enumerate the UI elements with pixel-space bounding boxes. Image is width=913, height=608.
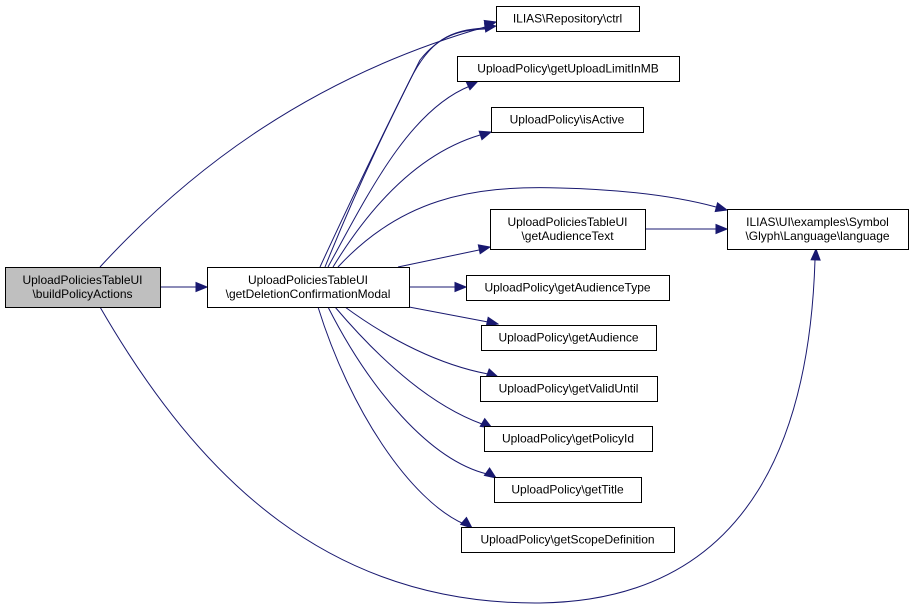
node-buildPolicyActions[interactable]: UploadPoliciesTableUI\buildPolicyActions xyxy=(5,267,161,308)
node-getValidUntil[interactable]: UploadPolicy\getValidUntil xyxy=(480,376,658,402)
arrowhead-icon xyxy=(810,247,821,261)
node-label: UploadPoliciesTableUI xyxy=(248,273,368,287)
node-getDeletionConfirmationModal[interactable]: UploadPoliciesTableUI\getDeletionConfirm… xyxy=(207,267,410,308)
node-getUploadLimitInMB[interactable]: UploadPolicy\getUploadLimitInMB xyxy=(457,56,680,82)
node-box[interactable] xyxy=(480,376,658,402)
node-label: UploadPolicy\getAudienceType xyxy=(484,281,650,295)
node-label: \getAudienceText xyxy=(521,229,614,243)
node-label: UploadPolicy\getTitle xyxy=(511,483,624,497)
node-box[interactable] xyxy=(490,209,646,250)
arrowhead-icon xyxy=(485,316,500,327)
node-label: UploadPolicy\getUploadLimitInMB xyxy=(477,62,658,76)
node-box[interactable] xyxy=(484,426,653,452)
edges-layer xyxy=(99,19,821,604)
arrowhead-icon xyxy=(483,22,498,33)
node-label: UploadPolicy\getPolicyId xyxy=(502,432,634,446)
node-label: UploadPolicy\getAudience xyxy=(498,331,638,345)
node-label: UploadPoliciesTableUI xyxy=(507,215,627,229)
node-language[interactable]: ILIAS\UI\examples\Symbol\Glyph\Language\… xyxy=(727,209,909,250)
node-box[interactable] xyxy=(494,477,642,503)
node-label: ILIAS\UI\examples\Symbol xyxy=(746,215,889,229)
node-box[interactable] xyxy=(207,267,410,308)
arrowhead-icon xyxy=(454,281,468,293)
arrowhead-icon xyxy=(477,244,492,255)
node-getAudienceText[interactable]: UploadPoliciesTableUI\getAudienceText xyxy=(490,209,646,250)
node-label: UploadPolicy\getValidUntil xyxy=(499,382,639,396)
nodes-layer: UploadPoliciesTableUI\buildPolicyActions… xyxy=(5,6,909,553)
node-box[interactable] xyxy=(457,56,680,82)
node-label: UploadPolicy\isActive xyxy=(510,113,625,127)
node-box[interactable] xyxy=(496,6,640,32)
node-label: \buildPolicyActions xyxy=(32,287,132,301)
node-label: UploadPolicy\getScopeDefinition xyxy=(480,533,654,547)
node-box[interactable] xyxy=(491,107,644,133)
edge-getDeletionConfirmationModal-to-language xyxy=(337,187,717,268)
node-getScopeDefinition[interactable]: UploadPolicy\getScopeDefinition xyxy=(461,527,675,553)
edge-getDeletionConfirmationModal-to-getValidUntil xyxy=(344,306,489,375)
edge-getDeletionConfirmationModal-to-getUploadLimitInMB xyxy=(327,85,471,268)
edge-buildPolicyActions-to-ctrl xyxy=(99,26,486,268)
arrowhead-icon xyxy=(478,130,493,141)
node-label: ILIAS\Repository\ctrl xyxy=(513,12,622,26)
node-ctrl[interactable]: ILIAS\Repository\ctrl xyxy=(496,6,640,32)
node-isActive[interactable]: UploadPolicy\isActive xyxy=(491,107,644,133)
node-label: UploadPoliciesTableUI xyxy=(22,273,142,287)
arrowhead-icon xyxy=(465,80,480,91)
edge-getDeletionConfirmationModal-to-isActive xyxy=(332,134,481,268)
edge-getDeletionConfirmationModal-to-getScopeDefinition xyxy=(317,306,465,525)
edge-getDeletionConfirmationModal-to-ctrl-secondary xyxy=(324,28,486,268)
edge-getDeletionConfirmationModal-to-getPolicyId xyxy=(334,306,483,425)
node-box[interactable] xyxy=(5,267,161,308)
arrowhead-icon xyxy=(459,516,474,529)
node-label: \Glyph\Language\language xyxy=(745,229,889,243)
edge-getDeletionConfirmationModal-to-getTitle xyxy=(327,306,488,475)
arrowhead-icon xyxy=(195,281,209,293)
edge-getDeletionConfirmationModal-to-getAudience xyxy=(408,306,489,323)
node-box[interactable] xyxy=(466,275,670,301)
node-getAudienceType[interactable]: UploadPolicy\getAudienceType xyxy=(466,275,670,301)
node-box[interactable] xyxy=(461,527,675,553)
node-box[interactable] xyxy=(481,325,657,351)
node-box[interactable] xyxy=(727,209,909,250)
arrowhead-icon xyxy=(715,223,729,235)
node-getTitle[interactable]: UploadPolicy\getTitle xyxy=(494,477,642,503)
edge-getDeletionConfirmationModal-to-getAudienceText xyxy=(397,249,480,268)
arrowhead-icon xyxy=(483,467,498,479)
node-getPolicyId[interactable]: UploadPolicy\getPolicyId xyxy=(484,426,653,452)
node-label: \getDeletionConfirmationModal xyxy=(226,287,391,301)
arrowhead-icon xyxy=(714,201,729,213)
node-getAudience[interactable]: UploadPolicy\getAudience xyxy=(481,325,657,351)
edge-buildPolicyActions-to-language xyxy=(99,259,816,604)
